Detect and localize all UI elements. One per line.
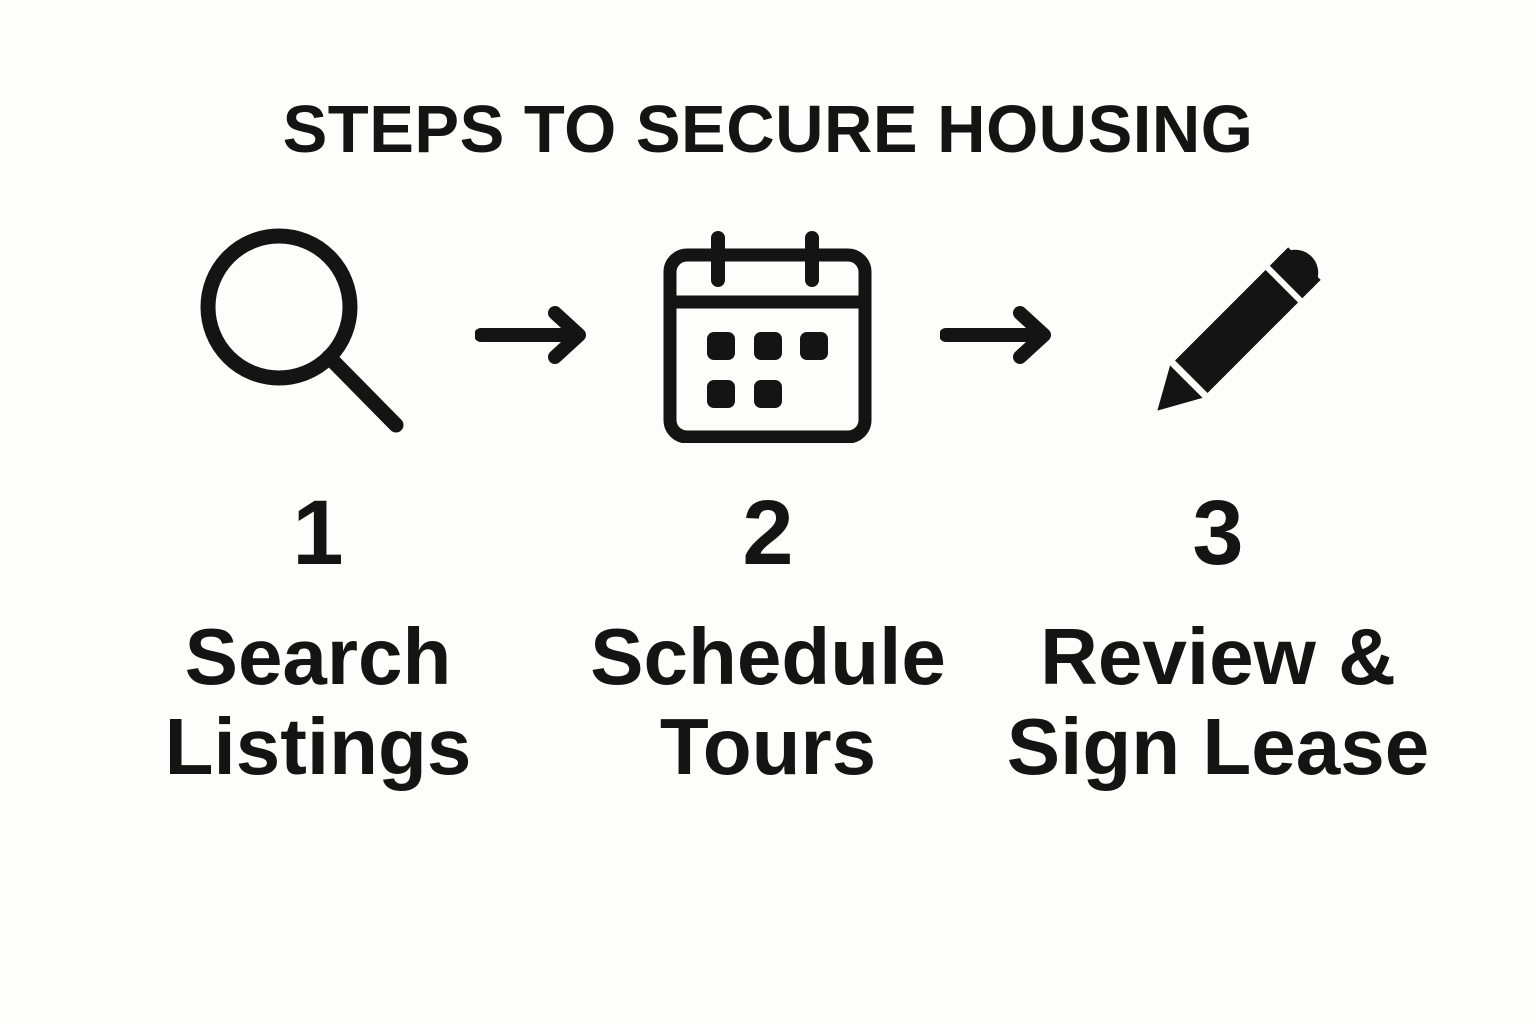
step-3-number: 3 [1192, 482, 1244, 584]
flow-arrow-1-cell [471, 285, 601, 385]
step-2-number: 2 [742, 482, 794, 584]
step-1-number: 1 [292, 482, 344, 584]
icon-flow-row [188, 220, 1348, 450]
magnifying-glass-icon [200, 228, 404, 432]
step-3-icon-cell [1118, 220, 1348, 450]
step-2-label: Schedule Tours [590, 612, 946, 791]
step-3: 3 Review & Sign Lease [993, 482, 1443, 791]
pencil-icon [1157, 246, 1321, 411]
flow-arrow-2-cell [936, 285, 1066, 385]
step-1: 1 Search Listings [93, 482, 543, 791]
step-2-icon-cell [653, 220, 883, 450]
step-1-icon-cell [188, 220, 418, 450]
page-title: STEPS TO SECURE HOUSING [282, 92, 1254, 167]
arrow-right-icon [474, 306, 586, 364]
step-2: 2 Schedule Tours [543, 482, 993, 791]
step-3-label: Review & Sign Lease [1006, 612, 1430, 791]
calendar-icon [663, 230, 872, 443]
steps-row: 1 Search Listings 2 Schedule Tours 3 Rev… [93, 482, 1443, 791]
step-1-label: Search Listings [164, 612, 472, 791]
arrow-right-icon [939, 306, 1051, 364]
